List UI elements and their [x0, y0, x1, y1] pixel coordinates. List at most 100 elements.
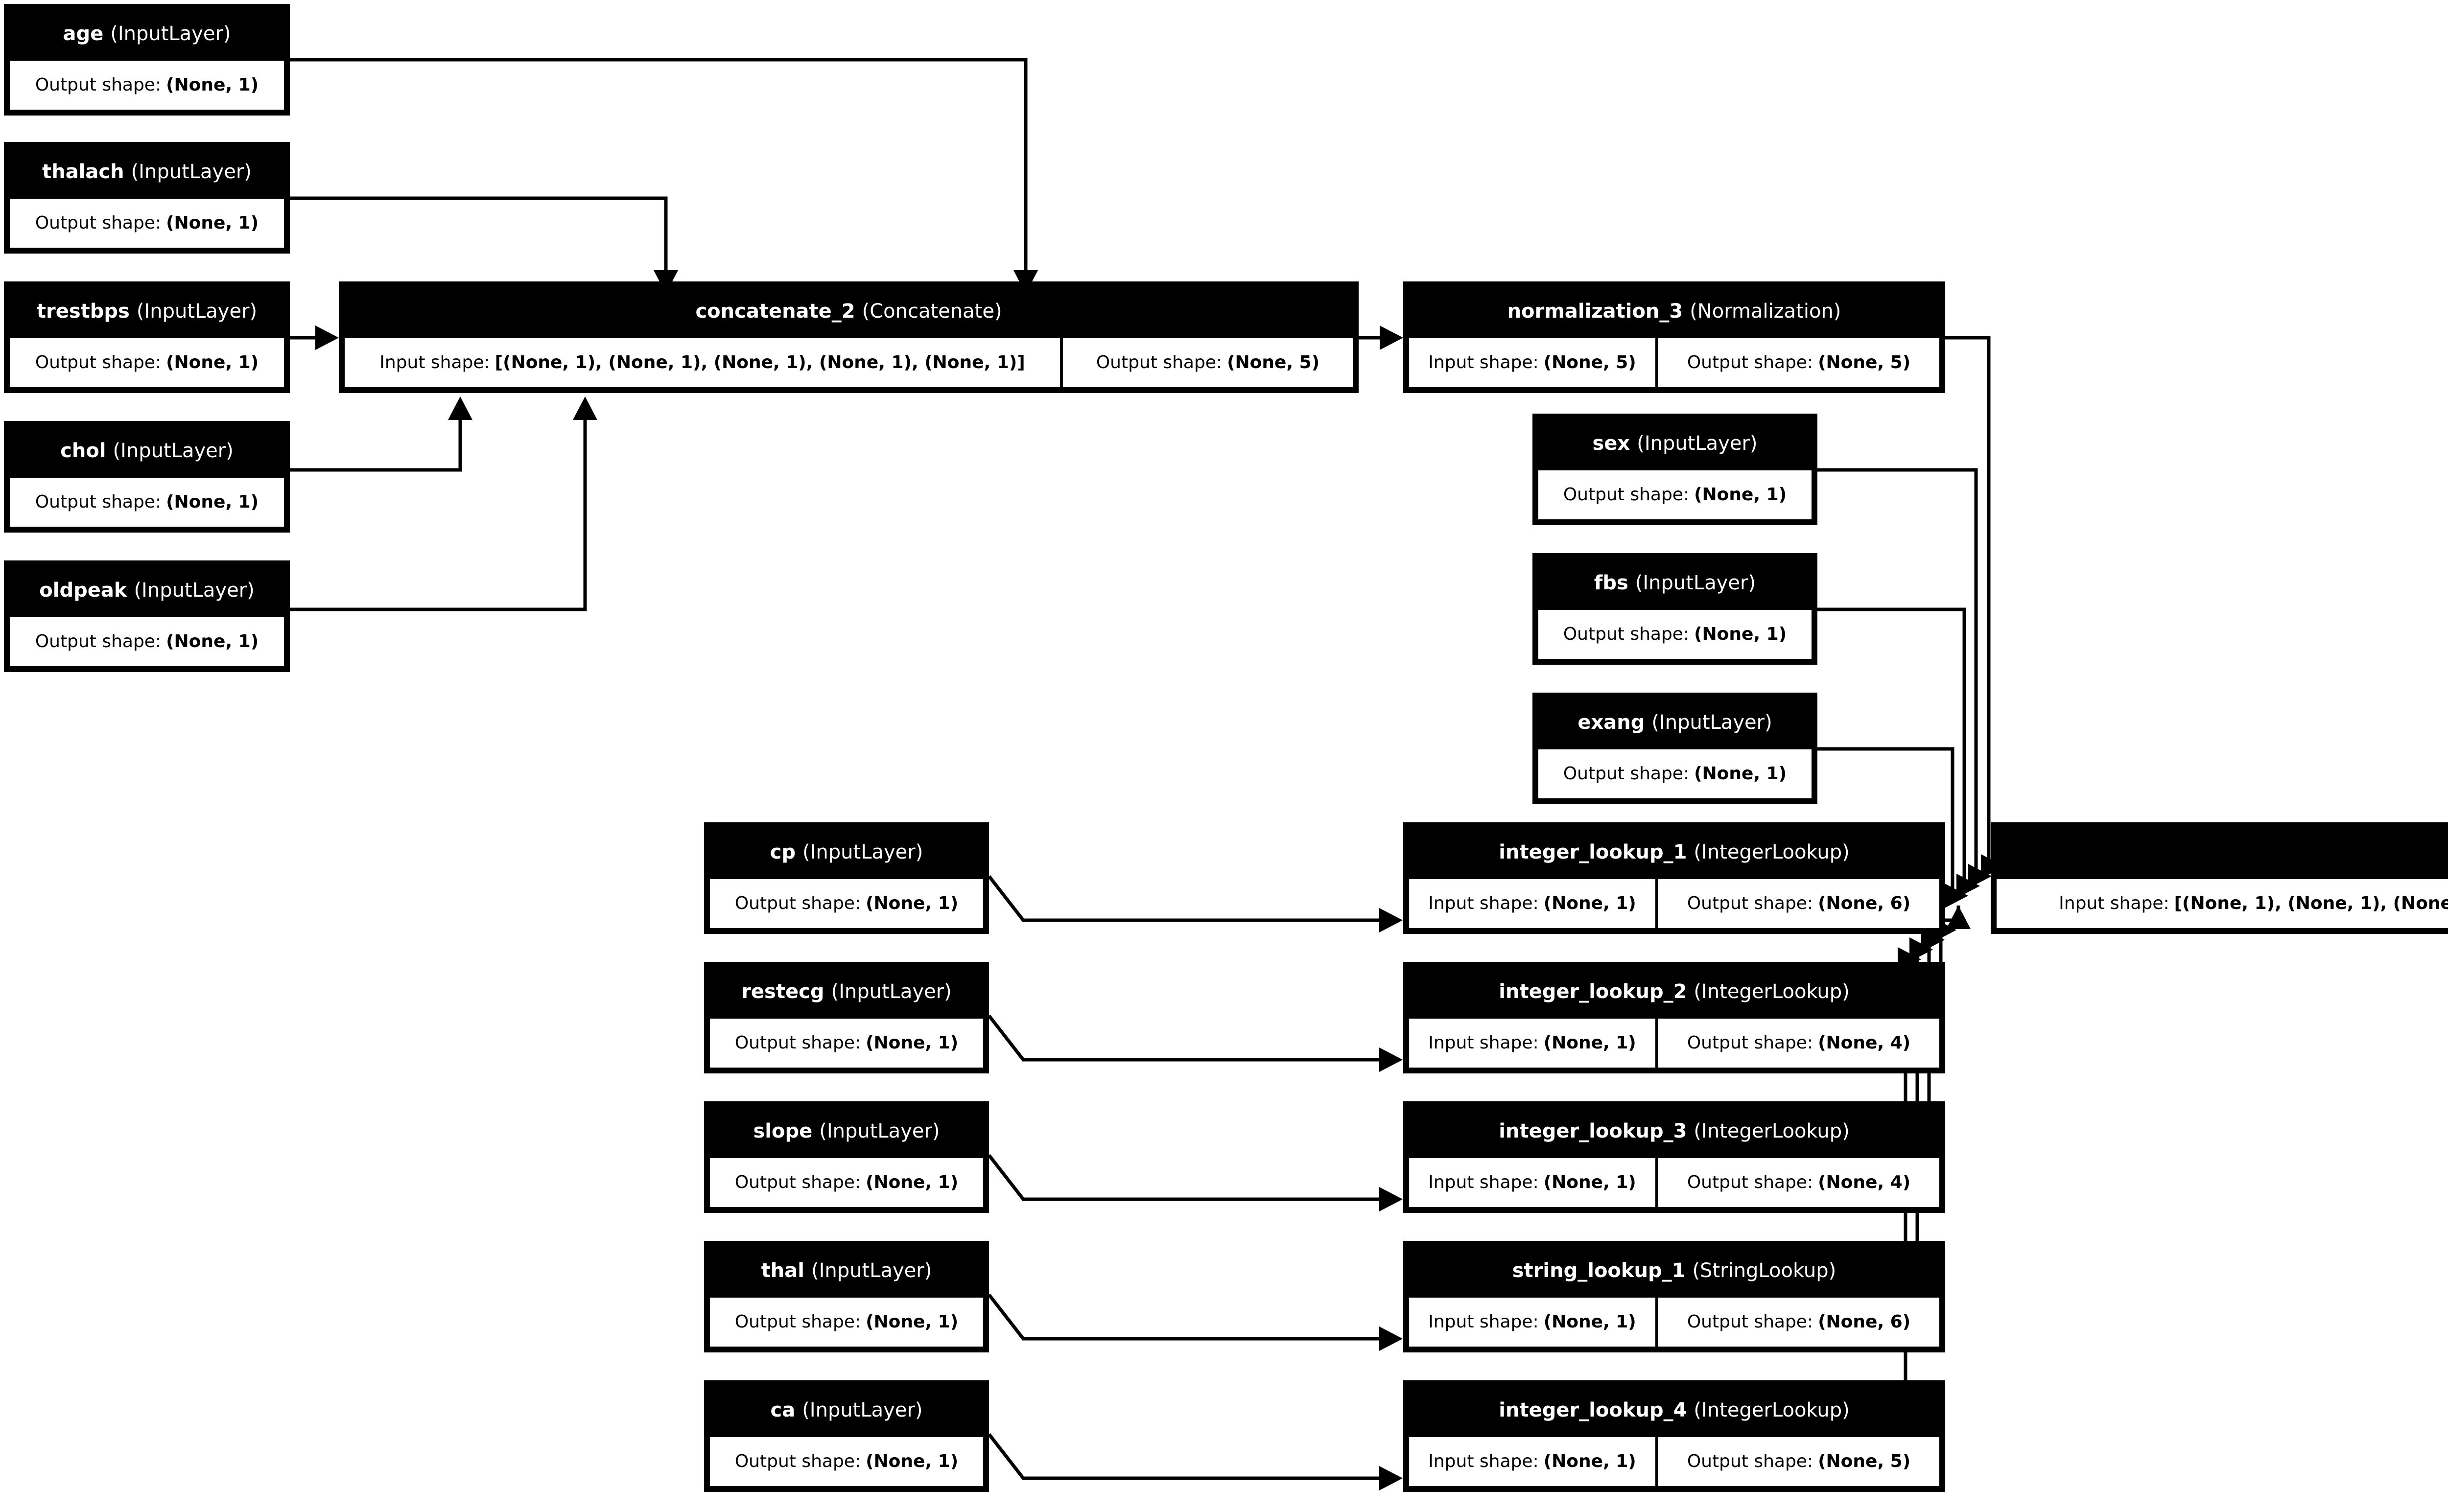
- node-chol-title: chol (InputLayer): [7, 424, 287, 478]
- node-oldpeak-name: oldpeak: [39, 579, 127, 602]
- node-integer-lookup-1-input-shape-cell: Input shape: (None, 1): [1409, 879, 1655, 928]
- node-integer-lookup-4[interactable]: integer_lookup_4 (IntegerLookup) Input s…: [1403, 1380, 1945, 1492]
- node-integer-lookup-3-output-shape-value: (None, 4): [1818, 1172, 1911, 1192]
- output-shape-label: Output shape:: [1563, 624, 1690, 644]
- node-slope[interactable]: slope (InputLayer) Output shape: (None, …: [704, 1101, 989, 1213]
- node-integer-lookup-2-title: integer_lookup_2 (IntegerLookup): [1406, 965, 1942, 1019]
- node-integer-lookup-2-body: Input shape: (None, 1) Output shape: (No…: [1409, 1019, 1939, 1068]
- node-integer-lookup-1-output-shape-cell: Output shape: (None, 6): [1658, 879, 1939, 928]
- node-age-output-shape-cell: Output shape: (None, 1): [10, 61, 284, 110]
- node-thalach-output-shape-value: (None, 1): [166, 213, 259, 233]
- node-integer-lookup-4-input-shape-value: (None, 1): [1543, 1451, 1636, 1471]
- node-integer-lookup-4-title: integer_lookup_4 (IntegerLookup): [1406, 1383, 1942, 1437]
- node-trestbps[interactable]: trestbps (InputLayer) Output shape: (Non…: [4, 281, 290, 393]
- node-integer-lookup-3[interactable]: integer_lookup_3 (IntegerLookup) Input s…: [1403, 1101, 1945, 1213]
- output-shape-label: Output shape:: [1687, 352, 1813, 372]
- node-integer-lookup-1[interactable]: integer_lookup_1 (IntegerLookup) Input s…: [1403, 822, 1945, 934]
- node-thal-name: thal: [761, 1259, 804, 1282]
- node-integer-lookup-3-title: integer_lookup_3 (IntegerLookup): [1406, 1104, 1942, 1158]
- node-concatenate-3-input-shape-value: [(None, 1), (None, 1), (None, 1), (None,…: [2174, 893, 2448, 913]
- node-ca-title: ca (InputLayer): [707, 1383, 986, 1437]
- output-shape-label: Output shape:: [734, 1033, 861, 1053]
- node-normalization-3-name: normalization_3: [1507, 300, 1683, 323]
- edge-concatenate2-to-normalization3: [1359, 326, 1403, 350]
- node-thal-body: Output shape: (None, 1): [710, 1298, 983, 1347]
- edge-oldpeak-to-concatenate2: [290, 396, 597, 611]
- node-chol-name: chol: [60, 440, 106, 462]
- node-exang-output-shape-cell: Output shape: (None, 1): [1538, 749, 1812, 798]
- node-sex-name: sex: [1592, 432, 1630, 455]
- node-trestbps-title: trestbps (InputLayer): [7, 284, 287, 338]
- node-string-lookup-1-input-shape-value: (None, 1): [1543, 1312, 1636, 1332]
- node-concatenate-2-name: concatenate_2: [695, 300, 855, 323]
- node-oldpeak[interactable]: oldpeak (InputLayer) Output shape: (None…: [4, 560, 290, 672]
- output-shape-label: Output shape:: [35, 352, 162, 372]
- node-exang-name: exang: [1577, 711, 1645, 734]
- output-shape-label: Output shape:: [1563, 764, 1690, 784]
- node-integer-lookup-4-class: (IntegerLookup): [1694, 1399, 1850, 1421]
- node-chol[interactable]: chol (InputLayer) Output shape: (None, 1…: [4, 421, 290, 533]
- node-string-lookup-1[interactable]: string_lookup_1 (StringLookup) Input sha…: [1403, 1241, 1945, 1352]
- node-string-lookup-1-class: (StringLookup): [1692, 1259, 1836, 1282]
- node-exang-output-shape-value: (None, 1): [1694, 764, 1787, 784]
- edge-integerlookup1-to-concatenate3: [1945, 906, 1971, 929]
- node-sex[interactable]: sex (InputLayer) Output shape: (None, 1): [1532, 414, 1817, 525]
- node-restecg[interactable]: restecg (InputLayer) Output shape: (None…: [704, 962, 989, 1073]
- node-integer-lookup-4-input-shape-cell: Input shape: (None, 1): [1409, 1437, 1655, 1486]
- node-integer-lookup-3-name: integer_lookup_3: [1499, 1120, 1687, 1142]
- input-shape-label: Input shape:: [1428, 1312, 1539, 1332]
- node-normalization-3-input-shape-value: (None, 5): [1543, 352, 1636, 372]
- node-integer-lookup-4-output-shape-value: (None, 5): [1818, 1451, 1911, 1471]
- node-slope-class: (InputLayer): [819, 1120, 940, 1142]
- node-slope-body: Output shape: (None, 1): [710, 1158, 983, 1207]
- node-age[interactable]: age (InputLayer) Output shape: (None, 1): [4, 4, 290, 116]
- node-integer-lookup-4-output-shape-cell: Output shape: (None, 5): [1658, 1437, 1939, 1486]
- input-shape-label: Input shape:: [1428, 1172, 1539, 1192]
- node-thal[interactable]: thal (InputLayer) Output shape: (None, 1…: [704, 1241, 989, 1352]
- node-integer-lookup-1-title: integer_lookup_1 (IntegerLookup): [1406, 825, 1942, 879]
- node-concatenate-3-body: Input shape: [(None, 1), (None, 1), (Non…: [1997, 879, 2448, 928]
- node-slope-name: slope: [753, 1120, 813, 1142]
- node-age-name: age: [63, 23, 104, 45]
- node-integer-lookup-2-input-shape-cell: Input shape: (None, 1): [1409, 1019, 1655, 1068]
- node-integer-lookup-3-body: Input shape: (None, 1) Output shape: (No…: [1409, 1158, 1939, 1207]
- output-shape-label: Output shape:: [1687, 893, 1813, 913]
- node-exang[interactable]: exang (InputLayer) Output shape: (None, …: [1532, 693, 1817, 804]
- edge-chol-to-concatenate2: [290, 396, 472, 472]
- node-fbs-output-shape-cell: Output shape: (None, 1): [1538, 610, 1812, 659]
- node-thalach[interactable]: thalach (InputLayer) Output shape: (None…: [4, 142, 290, 254]
- node-string-lookup-1-input-shape-cell: Input shape: (None, 1): [1409, 1298, 1655, 1347]
- output-shape-label: Output shape:: [1563, 485, 1690, 505]
- node-integer-lookup-2[interactable]: integer_lookup_2 (IntegerLookup) Input s…: [1403, 962, 1945, 1073]
- edge-trestbps-to-concatenate2: [290, 326, 339, 350]
- output-shape-label: Output shape:: [734, 1312, 861, 1332]
- node-concatenate-2-title: concatenate_2 (Concatenate): [342, 284, 1356, 338]
- node-string-lookup-1-body: Input shape: (None, 1) Output shape: (No…: [1409, 1298, 1939, 1347]
- node-sex-class: (InputLayer): [1637, 432, 1758, 455]
- node-oldpeak-output-shape-cell: Output shape: (None, 1): [10, 617, 284, 666]
- node-integer-lookup-1-body: Input shape: (None, 1) Output shape: (No…: [1409, 879, 1939, 928]
- node-ca[interactable]: ca (InputLayer) Output shape: (None, 1): [704, 1380, 989, 1492]
- node-integer-lookup-3-class: (IntegerLookup): [1694, 1120, 1850, 1142]
- node-string-lookup-1-title: string_lookup_1 (StringLookup): [1406, 1244, 1942, 1298]
- node-fbs[interactable]: fbs (InputLayer) Output shape: (None, 1): [1532, 553, 1817, 665]
- node-normalization-3[interactable]: normalization_3 (Normalization) Input sh…: [1403, 281, 1945, 393]
- node-concatenate-2-output-shape-value: (None, 5): [1227, 352, 1320, 372]
- node-cp-title: cp (InputLayer): [707, 825, 986, 879]
- node-trestbps-output-shape-cell: Output shape: (None, 1): [10, 338, 284, 387]
- node-concatenate-3-input-shape-cell: Input shape: [(None, 1), (None, 1), (Non…: [1997, 879, 2448, 928]
- node-chol-class: (InputLayer): [113, 440, 234, 462]
- node-integer-lookup-3-input-shape-value: (None, 1): [1543, 1172, 1636, 1192]
- node-concatenate-2[interactable]: concatenate_2 (Concatenate) Input shape:…: [339, 281, 1359, 393]
- node-concatenate-3[interactable]: concatenate_3 (Concatenate) Input shape:…: [1991, 822, 2448, 934]
- node-sex-body: Output shape: (None, 1): [1538, 470, 1812, 519]
- output-shape-label: Output shape:: [1687, 1172, 1813, 1192]
- node-cp[interactable]: cp (InputLayer) Output shape: (None, 1): [704, 822, 989, 934]
- node-integer-lookup-2-class: (IntegerLookup): [1694, 980, 1850, 1003]
- node-trestbps-body: Output shape: (None, 1): [10, 338, 284, 387]
- node-slope-title: slope (InputLayer): [707, 1104, 986, 1158]
- input-shape-label: Input shape:: [1428, 1033, 1539, 1053]
- node-thal-title: thal (InputLayer): [707, 1244, 986, 1298]
- node-thal-output-shape-value: (None, 1): [866, 1312, 959, 1332]
